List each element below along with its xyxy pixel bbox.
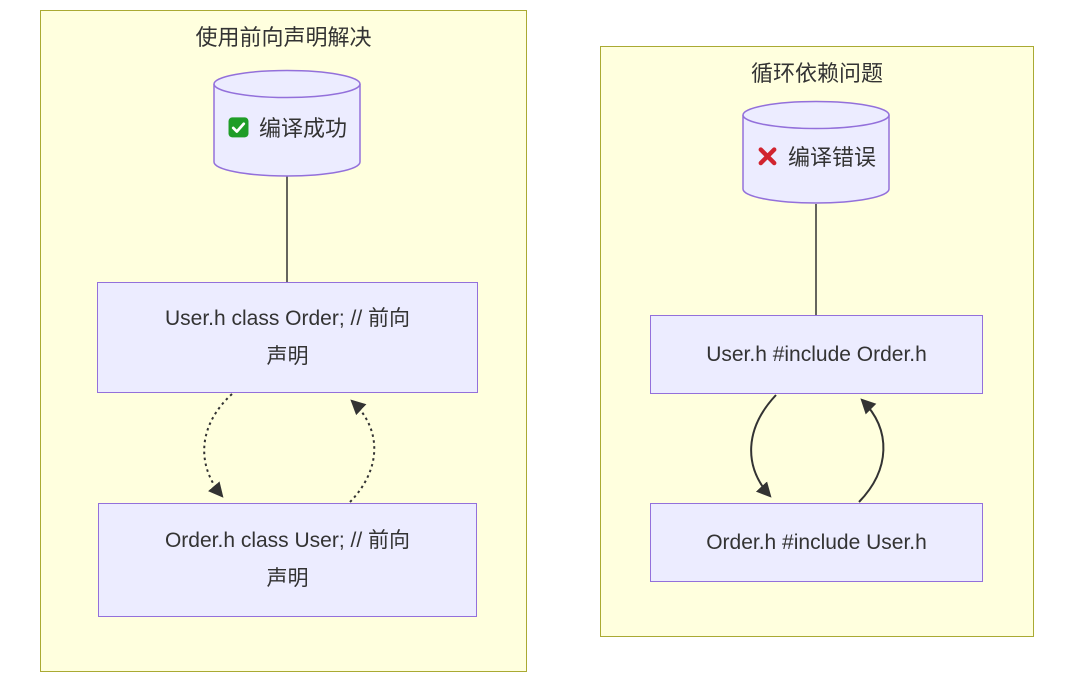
node-label: User.h #include Order.h [706,342,927,366]
node-label: User.h class Order; // 前向 声明 [164,306,411,368]
cylinder-error-label: 编译错误 [757,140,876,172]
green-check-icon [228,116,249,137]
cylinder-shape [213,69,361,177]
cylinder-shape [742,100,890,204]
node-compile-success-cylinder: 编译成功 [213,69,361,177]
red-cross-icon [757,145,778,166]
cluster-title-solution: 使用前向声明解决 [195,25,372,50]
node-order-h-forward-declaration: Order.h class User; // 前向 声明 [98,503,477,617]
node-label: Order.h class User; // 前向 声明 [164,529,411,590]
node-user-h-forward-declaration: User.h class Order; // 前向 声明 [97,282,478,393]
cylinder-success-text: 编译成功 [259,115,348,141]
cylinder-error-text: 编译错误 [788,144,877,170]
cluster-title-problem: 循环依赖问题 [750,61,883,86]
node-user-h-include-order: User.h #include Order.h [650,315,983,394]
node-order-h-include-user: Order.h #include User.h [650,503,983,582]
cylinder-success-label: 编译成功 [228,111,347,143]
node-compile-error-cylinder: 编译错误 [742,100,890,204]
node-label: Order.h #include User.h [706,530,927,554]
